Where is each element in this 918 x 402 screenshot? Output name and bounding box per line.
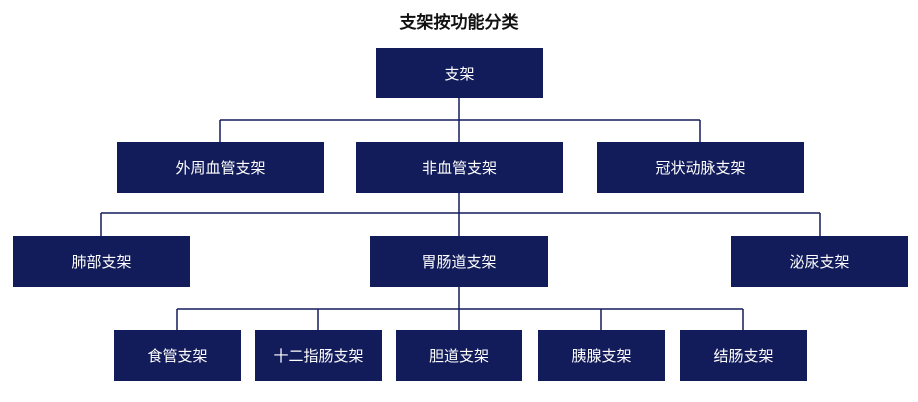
node-urinary-stent: 泌尿支架 [731,236,908,287]
node-biliary-stent: 胆道支架 [396,330,522,381]
node-duodenal-stent: 十二指肠支架 [255,330,382,381]
node-label: 食管支架 [147,347,208,365]
node-label: 泌尿支架 [789,253,850,271]
node-label: 胆道支架 [428,347,489,365]
node-coronary-stent: 冠状动脉支架 [597,142,804,193]
node-label: 十二指肠支架 [273,347,364,365]
node-root: 支架 [376,48,543,98]
node-non-vascular-stent: 非血管支架 [356,142,563,193]
node-lung-stent: 肺部支架 [13,236,190,287]
node-label: 外周血管支架 [175,159,266,177]
node-pancreatic-stent: 胰腺支架 [538,330,665,381]
node-gastrointestinal-stent: 胃肠道支架 [370,236,548,287]
node-colon-stent: 结肠支架 [680,330,807,381]
node-label: 肺部支架 [71,253,132,271]
node-label: 支架 [444,64,475,83]
node-peripheral-vascular-stent: 外周血管支架 [117,142,324,193]
node-label: 非血管支架 [421,159,497,177]
node-label: 冠状动脉支架 [655,159,746,177]
node-label: 胰腺支架 [571,347,632,365]
node-label: 结肠支架 [713,347,774,365]
node-esophageal-stent: 食管支架 [114,330,241,381]
node-label: 胃肠道支架 [421,253,497,271]
diagram-title: 支架按功能分类 [399,13,519,33]
